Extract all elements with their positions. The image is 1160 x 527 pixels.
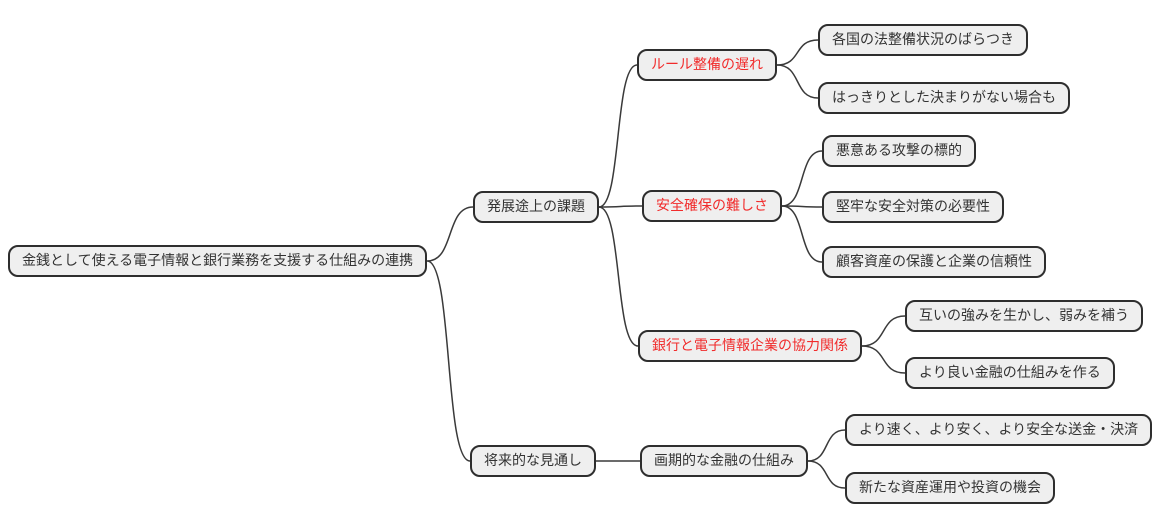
node-no-clear-rules[interactable]: はっきりとした決まりがない場合も bbox=[818, 82, 1070, 114]
node-customer-asset-protection[interactable]: 顧客資産の保護と企業の信頼性 bbox=[822, 246, 1046, 278]
node-malicious-attack-target[interactable]: 悪意ある攻撃の標的 bbox=[822, 135, 976, 167]
node-robust-security-need[interactable]: 堅牢な安全対策の必要性 bbox=[822, 191, 1004, 223]
node-security-difficulty[interactable]: 安全確保の難しさ bbox=[642, 190, 782, 222]
node-better-financial-system[interactable]: より良い金融の仕組みを作る bbox=[905, 357, 1115, 389]
node-faster-cheaper-safer-payments[interactable]: より速く、より安く、より安全な送金・決済 bbox=[845, 414, 1153, 446]
node-root[interactable]: 金銭として使える電子情報と銀行業務を支援する仕組みの連携 bbox=[8, 245, 428, 277]
node-new-investment-opportunities[interactable]: 新たな資産運用や投資の機会 bbox=[845, 472, 1055, 504]
node-bank-einfo-cooperation[interactable]: 銀行と電子情報企業の協力関係 bbox=[638, 330, 862, 362]
node-future-outlook[interactable]: 将来的な見通し bbox=[470, 445, 596, 477]
node-rule-development-delay[interactable]: ルール整備の遅れ bbox=[637, 49, 777, 81]
node-law-status-variance[interactable]: 各国の法整備状況のばらつき bbox=[818, 24, 1028, 56]
node-innovative-finance-system[interactable]: 画期的な金融の仕組み bbox=[640, 445, 808, 477]
node-developing-challenges[interactable]: 発展途上の課題 bbox=[473, 191, 599, 223]
node-mutual-strengths[interactable]: 互いの強みを生かし、弱みを補う bbox=[905, 300, 1143, 332]
